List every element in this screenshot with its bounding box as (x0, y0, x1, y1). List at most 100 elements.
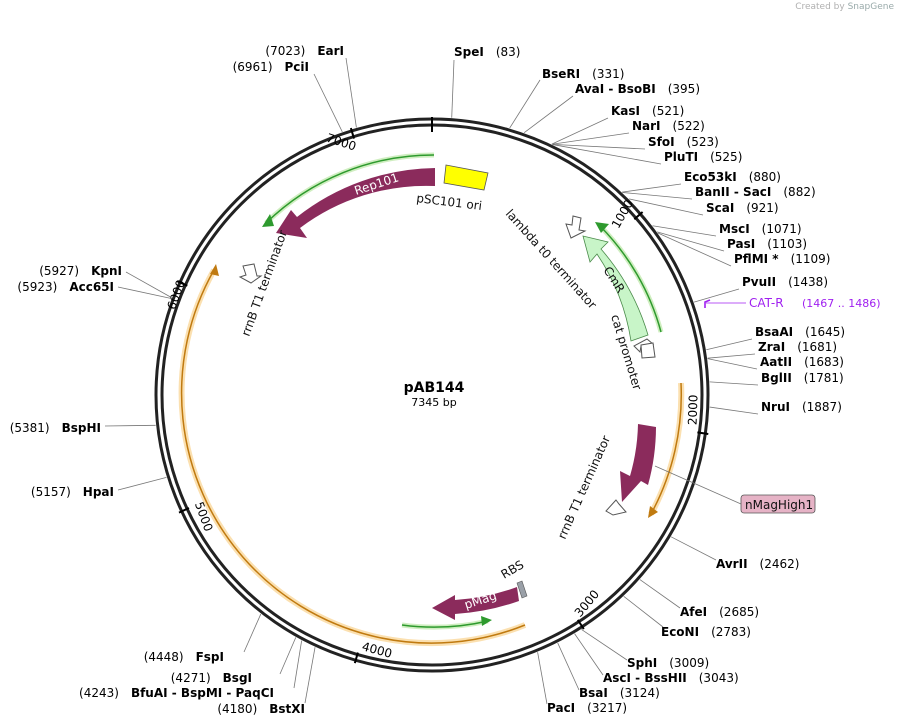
site-label: BsaI (3124) (579, 686, 660, 700)
site-leader (125, 271, 172, 298)
site-fspi[interactable]: (4448)FspI (144, 613, 262, 664)
site-aatii[interactable]: AatII(1683) (707, 355, 844, 370)
site-eari[interactable]: (7023)EarI (265, 44, 357, 128)
cmr-arrow[interactable] (582, 235, 649, 342)
site-name: BsaAI (755, 325, 793, 339)
site-name: NarI (632, 119, 661, 133)
site-label: SpeI(83) (454, 45, 520, 59)
rbs-box[interactable] (516, 580, 528, 599)
site-msci[interactable]: MscI(1071) (652, 222, 802, 237)
site-bsphi[interactable]: (5381)BspHI (10, 421, 156, 435)
rep101-arrow[interactable] (276, 168, 435, 238)
site-label: BanII - SacI(882) (695, 185, 816, 199)
site-bseri[interactable]: BseRI(331) (509, 67, 625, 129)
site-kasi[interactable]: KasI(521) (551, 104, 684, 145)
site-bfuai[interactable]: (4243)BfuAI - BspMI - PaqCI (79, 640, 303, 700)
site-position: (4448) (144, 650, 184, 664)
site-eco53ki[interactable]: Eco53kI(880) (622, 170, 781, 193)
site-sphi[interactable]: SphI(3009) (581, 629, 709, 670)
site-bsgi[interactable]: (4271)BsgI (171, 637, 297, 685)
site-name: PflMI * (734, 252, 779, 266)
site-asci[interactable]: AscI - BssHII(3043) (574, 633, 739, 685)
site-avrii[interactable]: AvrII(2462) (670, 536, 799, 571)
site-leader (628, 198, 704, 216)
site-nari[interactable]: NarI (522) (551, 119, 705, 145)
site-bsai[interactable]: BsaI (3124) (557, 642, 660, 700)
site-nrui[interactable]: NruI(1887) (709, 400, 842, 415)
site-leader (574, 633, 604, 676)
site-label: (5927)KpnI (39, 264, 122, 278)
site-leader (709, 406, 759, 415)
orf-pmag-head (481, 616, 492, 626)
site-zrai[interactable]: ZraI(1681) (707, 340, 838, 359)
site-pasi[interactable]: PasI(1103) (656, 231, 807, 252)
site-spei[interactable]: SpeI(83) (451, 45, 521, 118)
site-banii[interactable]: BanII - SacI(882) (622, 185, 816, 200)
nmaghigh1-box[interactable] (740, 494, 816, 514)
site-position: (1645) (805, 325, 845, 339)
site-position: (525) (710, 150, 742, 164)
site-position: (522) (673, 119, 705, 133)
site-label: PvuII(1438) (742, 275, 828, 289)
site-leader (304, 647, 316, 704)
site-leader (557, 642, 580, 691)
psc101-ori-box[interactable] (443, 164, 489, 191)
rrnb-t1-left-symbol[interactable] (238, 263, 263, 284)
site-position: (3043) (699, 671, 739, 685)
restriction-sites: SpeI(83)BseRI(331)AvaI - BsoBI(395)KasI(… (10, 44, 845, 716)
rrnb-t1-right-symbol[interactable] (605, 499, 627, 516)
rrnb-t1-right-label: rrnB T1 terminator (555, 433, 613, 541)
site-label: (4243)BfuAI - BspMI - PaqCI (79, 686, 274, 700)
site-leader (709, 381, 759, 386)
site-name: BspHI (62, 421, 101, 435)
site-leader (652, 225, 717, 237)
site-name: MscI (719, 222, 750, 236)
site-position: (5923) (17, 280, 57, 294)
site-position: (3124) (620, 686, 660, 700)
primer-cat-r[interactable]: CAT-R (1467 .. 1486) (704, 296, 881, 310)
site-leader (551, 132, 630, 145)
site-hpai[interactable]: (5157)HpaI (31, 477, 167, 499)
site-pflmi[interactable]: PflMI *(1109) (657, 232, 831, 267)
site-position: (5157) (31, 485, 71, 499)
site-kpni[interactable]: (5927)KpnI (39, 264, 172, 298)
site-paci[interactable]: PacI(3217) (537, 652, 627, 715)
snapgene-credit: Created by SnapGene (795, 2, 894, 12)
orf-arcs (178, 152, 685, 647)
pmag-arrow[interactable] (432, 587, 519, 620)
lambda-t0-terminator-symbol[interactable] (565, 215, 587, 239)
tick-1000 (633, 211, 644, 220)
site-position: (1781) (804, 371, 844, 385)
site-name: AfeI (680, 605, 707, 619)
site-label: AatII(1683) (760, 355, 844, 369)
site-name: BsaI (579, 686, 608, 700)
site-label: (7023)EarI (265, 44, 344, 58)
site-label: PflMI *(1109) (734, 252, 830, 266)
site-position: (5927) (39, 264, 79, 278)
orf-cmr-head (595, 222, 609, 233)
site-pcii[interactable]: (6961)PciI (233, 60, 343, 133)
site-sfoi[interactable]: SfoI(523) (552, 135, 719, 150)
site-bstxi[interactable]: (4180)BstXI (217, 647, 316, 716)
site-acc65i[interactable]: (5923)Acc65I (17, 280, 172, 299)
site-bsaai[interactable]: BsaAI (1645) (706, 325, 845, 351)
site-scai[interactable]: ScaI(921) (628, 198, 779, 216)
site-label: NruI(1887) (761, 400, 842, 414)
site-position: (4243) (79, 686, 119, 700)
site-afei[interactable]: AfeI(2685) (639, 579, 759, 619)
site-bglii[interactable]: BglII(1781) (709, 371, 844, 386)
site-leader (523, 95, 574, 134)
site-pluti[interactable]: PluTI(525) (552, 144, 743, 165)
site-avai[interactable]: AvaI - BsoBI(395) (523, 82, 700, 134)
site-econi[interactable]: EcoNI(2783) (623, 596, 751, 639)
site-leader (656, 231, 725, 252)
site-name: BanII - SacI (695, 185, 771, 199)
site-label: SfoI(523) (648, 135, 719, 149)
site-pvuii[interactable]: PvuII(1438) (693, 275, 828, 303)
nmag-arrow[interactable] (620, 424, 656, 502)
site-name: PasI (727, 237, 755, 251)
plasmid-name: pAB144 (404, 380, 465, 396)
site-name: KasI (611, 104, 640, 118)
site-leader (639, 579, 681, 609)
site-leader (451, 59, 455, 118)
